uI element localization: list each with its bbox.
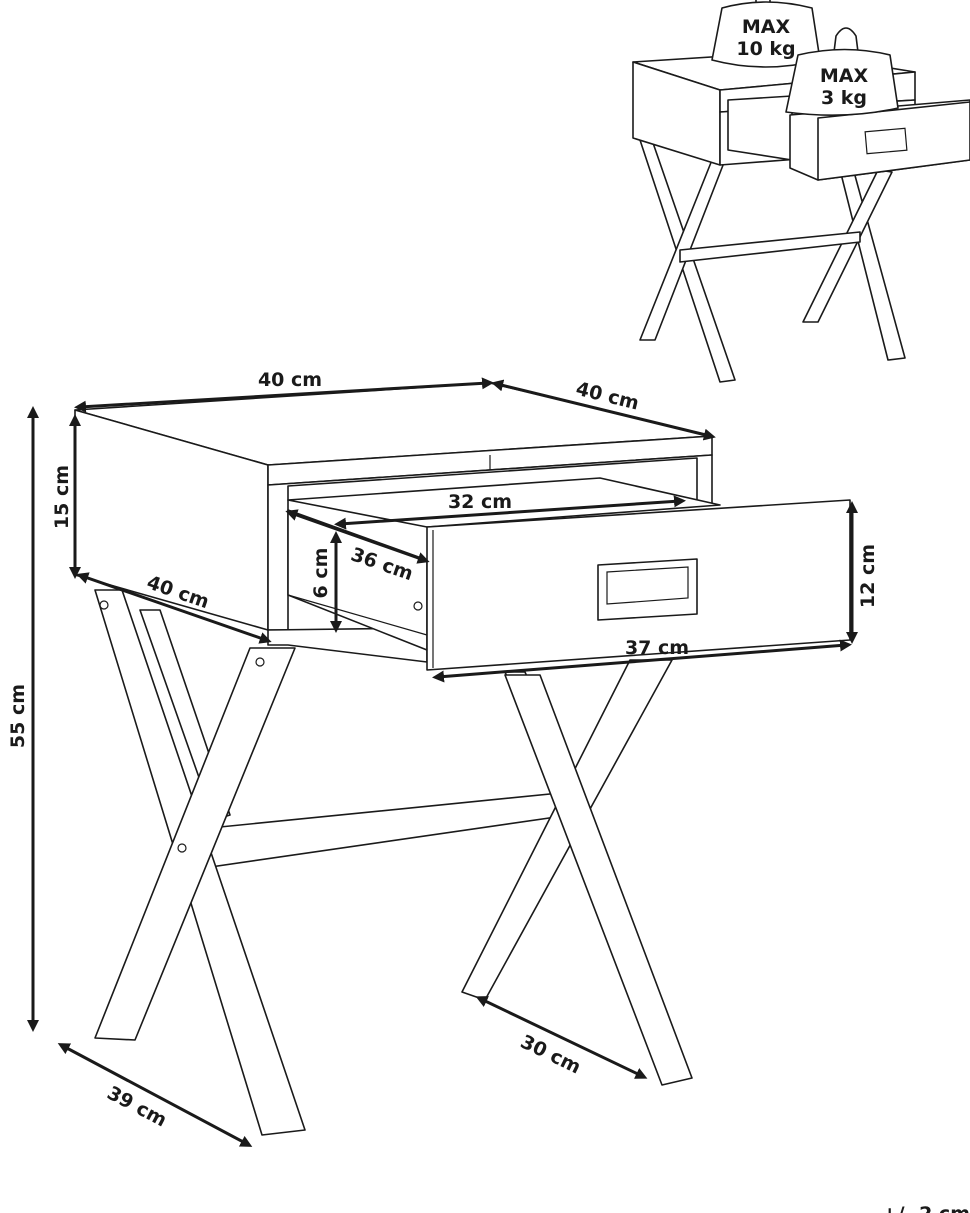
dimension-lines — [27, 377, 858, 1147]
label-leg-span-side: 39 cm — [103, 1082, 170, 1132]
weight-3kg-max: MAX — [820, 65, 869, 87]
label-drawer-inner-width: 32 cm — [448, 491, 512, 513]
drawer-handle-icon[interactable] — [597, 558, 698, 621]
weight-10kg-max: MAX — [742, 16, 791, 38]
load-inset: MAX 10 kg MAX 3 kg — [632, 0, 970, 383]
weight-10kg-value: 10 kg — [736, 38, 795, 60]
inset-legs — [639, 139, 906, 383]
label-drawer-inner-height: 6 cm — [310, 548, 332, 599]
weight-3kg-value: 3 kg — [821, 87, 867, 109]
weight-10kg: MAX 10 kg — [711, 0, 821, 68]
legs — [94, 589, 693, 1136]
inset-drawer — [789, 99, 970, 181]
tolerance-note: +/- 2 cm — [882, 1203, 970, 1213]
label-height: 55 cm — [7, 684, 29, 748]
weight-3kg: MAX 3 kg — [785, 27, 899, 116]
label-drawer-front-height: 12 cm — [857, 544, 879, 608]
label-width-top: 40 cm — [258, 369, 322, 391]
label-drawer-front-width: 37 cm — [625, 637, 689, 659]
label-body-height: 15 cm — [51, 465, 73, 529]
label-leg-span-front: 30 cm — [517, 1031, 584, 1079]
